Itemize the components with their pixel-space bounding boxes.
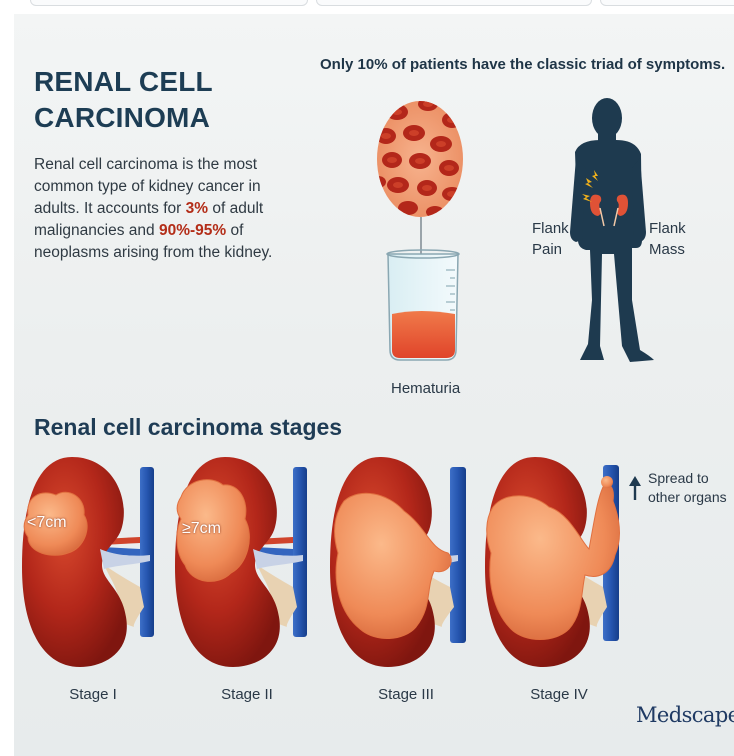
hematuria-label: Hematuria bbox=[391, 380, 461, 397]
triad-heading: Only 10% of patients have the classic tr… bbox=[320, 56, 726, 73]
description-part3: of neoplasms arising from the kidney. bbox=[34, 222, 273, 261]
stage4-label: Stage IV bbox=[530, 686, 588, 703]
page-title: RENAL CELL CARCINOMA bbox=[34, 66, 213, 133]
blood-cells-magnified-icon bbox=[377, 101, 463, 217]
stage4-kidney-illustration bbox=[485, 457, 620, 667]
stage3-label: Stage III bbox=[378, 686, 434, 703]
description-text: Renal cell carcinoma is the most common … bbox=[34, 154, 284, 264]
spread-arrow-icon bbox=[629, 476, 641, 500]
beaker-icon bbox=[386, 249, 460, 361]
stage2-label: Stage II bbox=[221, 686, 273, 703]
stage3-kidney-illustration bbox=[330, 457, 466, 667]
highlight-90-95pct: 90%-95% bbox=[158, 222, 227, 239]
highlight-3pct: 3% bbox=[185, 200, 209, 217]
description-part2: of adult malignancies and bbox=[34, 200, 264, 239]
stages-heading: Renal cell carcinoma stages bbox=[34, 414, 343, 440]
person-silhouette-icon bbox=[570, 98, 654, 362]
flank-mass-label: Flank Mass bbox=[649, 220, 686, 258]
description-part1: Renal cell carcinoma is the most common … bbox=[34, 156, 261, 217]
stage1-label: Stage I bbox=[69, 686, 117, 703]
spread-to-organs-label: Spread to other organs bbox=[648, 470, 727, 505]
stage2-kidney-illustration bbox=[175, 457, 307, 667]
stage2-tumor-size-label: ≥7cm bbox=[182, 520, 222, 537]
top-strip bbox=[0, 0, 734, 14]
pain-spark-icon bbox=[582, 170, 598, 202]
stage1-tumor-size-label: <7cm bbox=[27, 514, 67, 531]
medscape-logo: Medscape bbox=[636, 703, 734, 727]
kidneys-in-body-icon bbox=[590, 194, 628, 227]
flank-pain-label: Flank Pain bbox=[532, 220, 569, 258]
top-tab-3[interactable] bbox=[600, 0, 734, 6]
stage1-kidney-illustration bbox=[22, 457, 154, 667]
